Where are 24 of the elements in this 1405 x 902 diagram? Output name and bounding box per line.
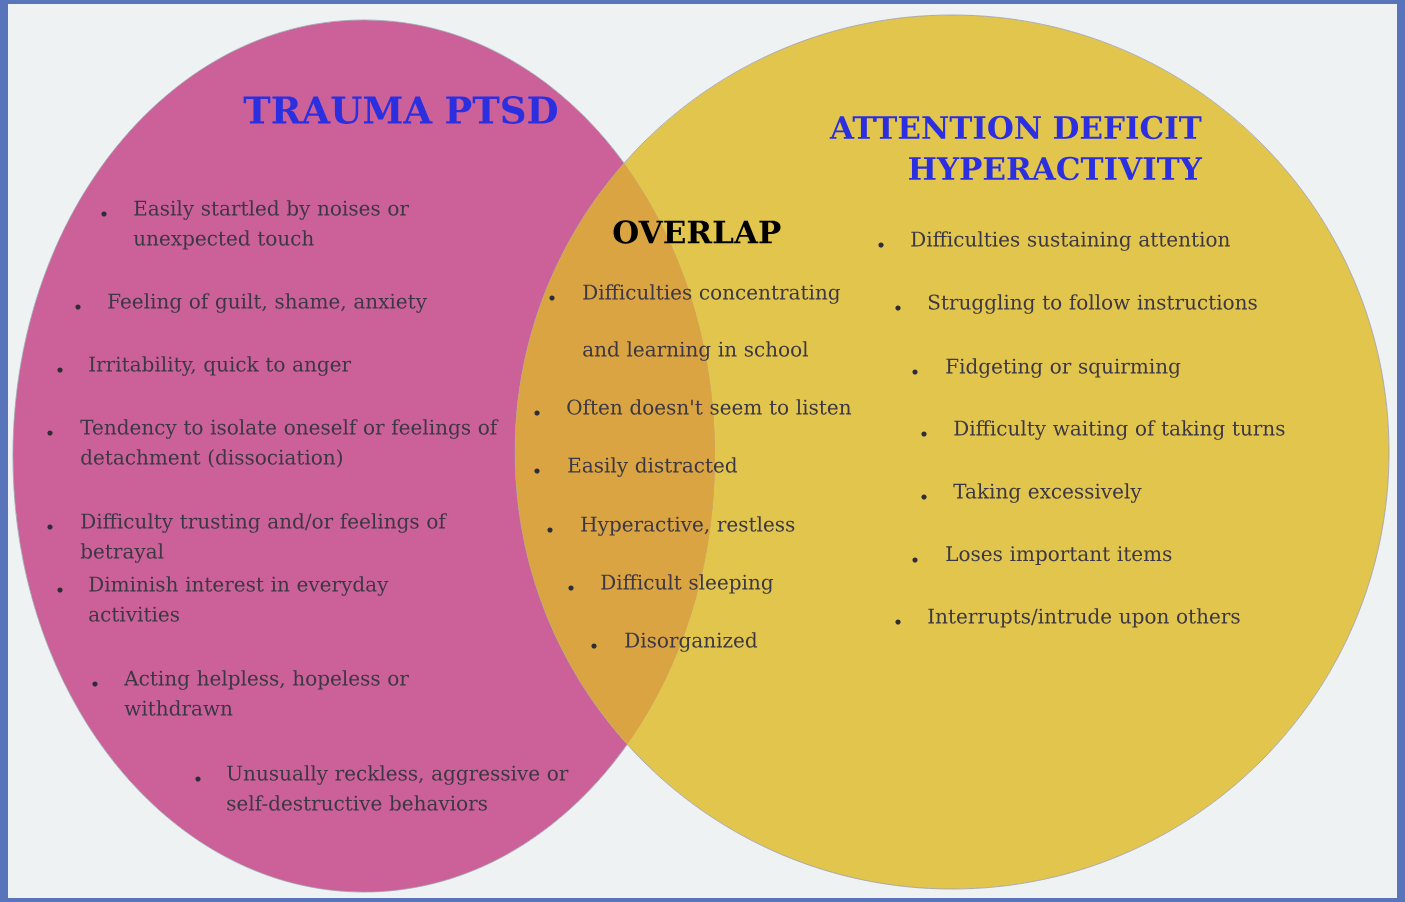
bullet-item: Struggling to follow instructions xyxy=(895,294,1257,314)
bullet-item: Interrupts/intrude upon others xyxy=(895,608,1240,628)
circle-title: OVERLAP xyxy=(613,220,781,244)
bullet-item: Difficulties sustaining attention xyxy=(878,231,1230,251)
bullet-item: Hyperactive, restless xyxy=(547,516,795,536)
bullet-item: Easily startled by noises or unexpected touch xyxy=(101,200,409,250)
bullet-item: Difficulties concentrating and learning in school xyxy=(549,284,841,361)
bullet-item: Often doesn't seem to listen xyxy=(534,399,852,416)
bullet-item: Irritability, quick to anger xyxy=(57,356,352,376)
bullet-item: Feeling of guilt, shame, anxiety xyxy=(75,293,427,313)
circle-title: TRAUMA PTSD xyxy=(243,96,558,124)
bullet-item: Difficult sleeping xyxy=(568,574,774,594)
bullet-item: Taking excessively xyxy=(921,483,1142,503)
bullet-item: Loses important items xyxy=(912,546,1172,566)
bullet-item: Difficulty trusting and/or feelings of betrayal xyxy=(47,513,447,563)
bullet-item: Difficulty waiting of taking turns xyxy=(921,420,1285,440)
bullet-item: Diminish interest in everyday activities xyxy=(57,576,389,622)
bullet-item: Easily distracted xyxy=(534,457,738,477)
bullet-item: Unusually reckless, aggressive or self-destructive behaviors xyxy=(195,765,569,811)
bullet-item: Disorganized xyxy=(591,632,758,652)
bullet-item: Fidgeting or squirming xyxy=(912,358,1181,378)
bullet-item: Acting helpless, hopeless or withdrawn xyxy=(92,670,409,716)
circle-title: ATTENTION DEFICIT HYPERACTIVITY xyxy=(829,115,1203,181)
bullet-item: Tendency to isolate oneself or feelings of detachment (dissociation) xyxy=(47,419,499,468)
